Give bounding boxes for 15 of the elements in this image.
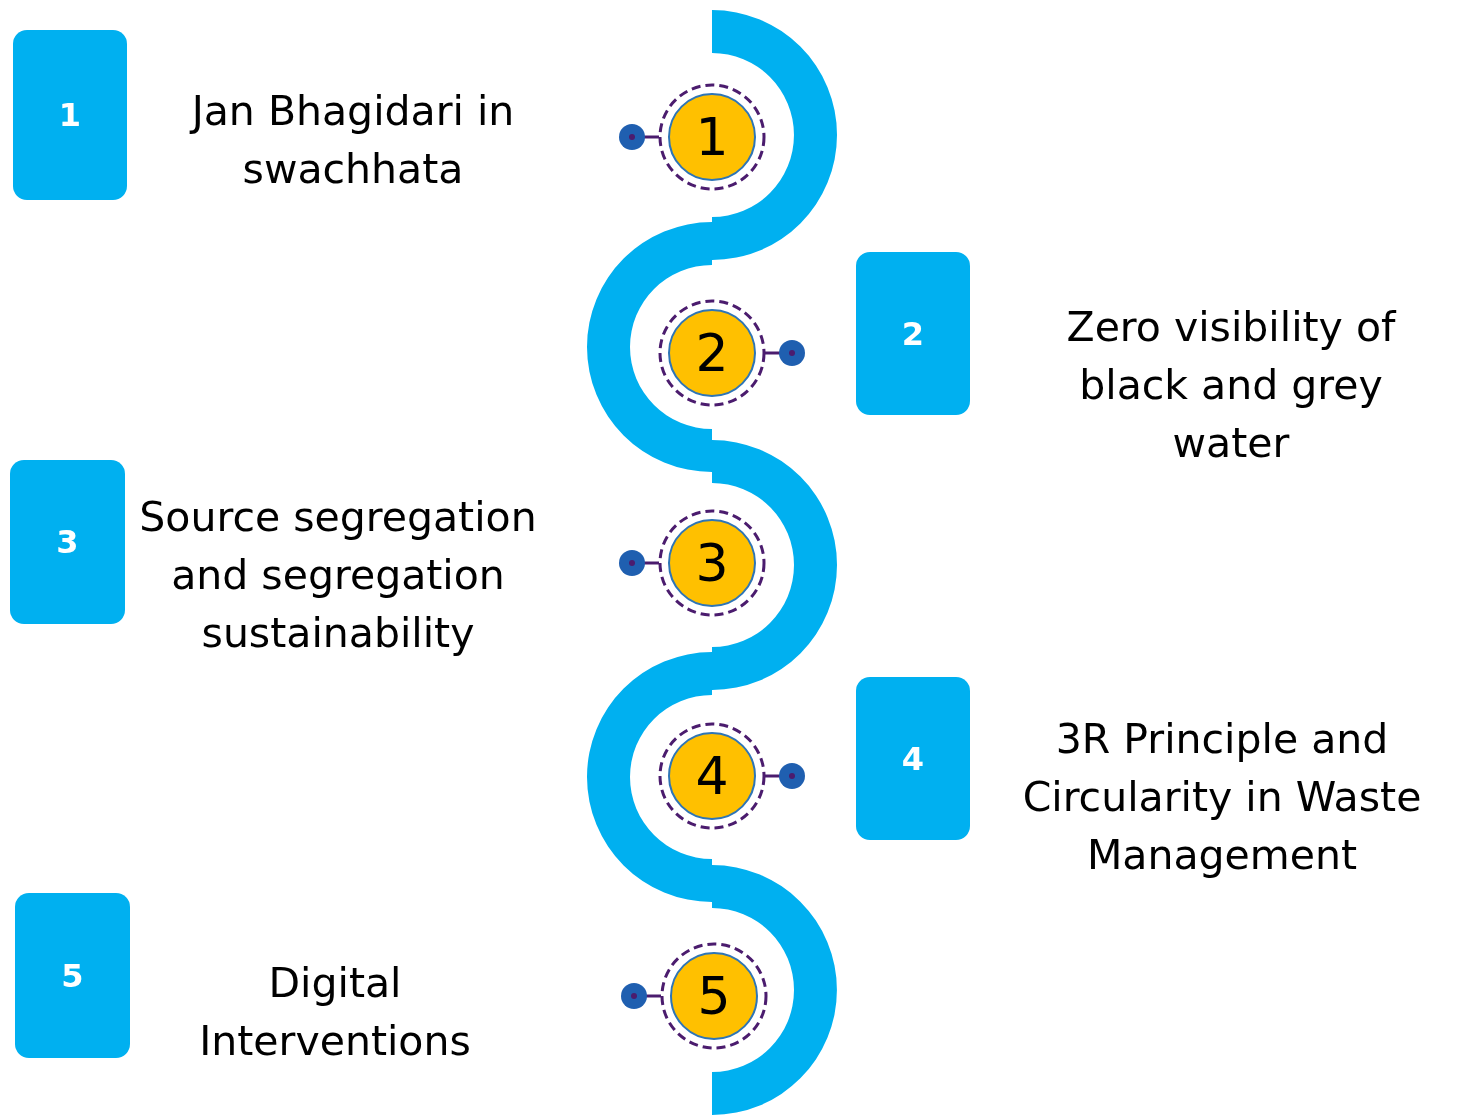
number-tile: 1 <box>13 30 127 200</box>
step-caption: 3R Principle and Circularity in Waste Management <box>1021 714 1423 881</box>
number-tile: 4 <box>856 677 970 840</box>
number-tile: 3 <box>10 460 125 624</box>
step-circle: 2 <box>668 309 756 397</box>
step-circle: 5 <box>670 952 758 1040</box>
step-circle: 4 <box>668 732 756 820</box>
step-circle: 3 <box>668 519 756 607</box>
step-circle: 1 <box>668 93 756 181</box>
number-tile: 2 <box>856 252 970 415</box>
step-caption: Zero visibility of black and grey water <box>1065 302 1398 469</box>
number-tile: 5 <box>15 893 130 1058</box>
step-caption: Jan Bhagidari in swachhata <box>188 86 516 195</box>
step-caption: Source segregation and segregation sustainability <box>138 492 538 659</box>
step-caption: Digital Interventions <box>198 958 472 1067</box>
